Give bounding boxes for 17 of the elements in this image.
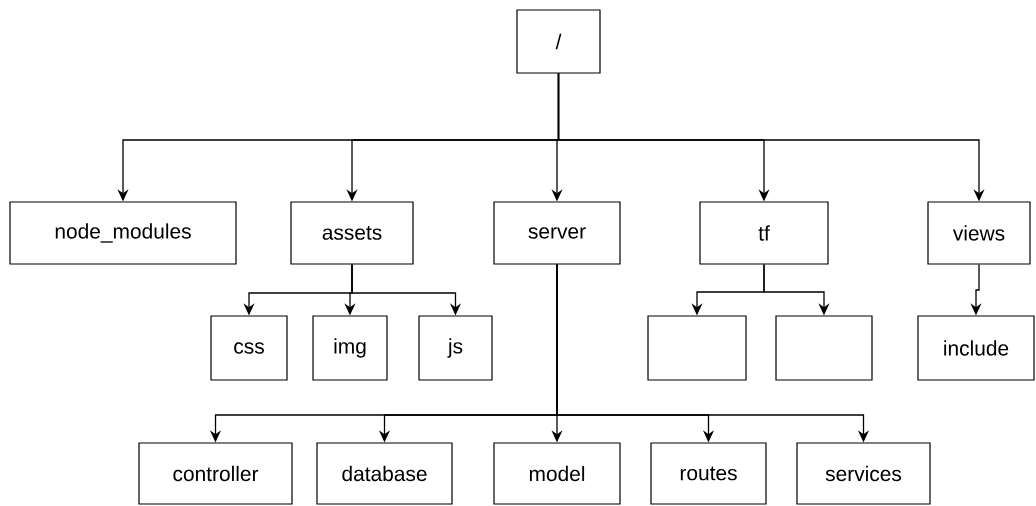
folder-box: routes <box>650 442 767 505</box>
folder-box: js <box>418 315 493 381</box>
folder-box: server <box>493 201 621 265</box>
folder-box: css <box>210 315 288 381</box>
folder-box: services <box>796 442 931 505</box>
folder-box: assets <box>290 201 414 265</box>
folder-box: views <box>927 201 1031 265</box>
empty-box <box>647 315 747 381</box>
folder-box: controller <box>138 442 293 505</box>
folder-box: include <box>917 315 1035 381</box>
empty-box <box>775 315 873 381</box>
folder-box: tf <box>699 201 829 265</box>
folder-box: / <box>516 9 601 74</box>
folder-box: img <box>312 315 388 381</box>
folder-box: model <box>493 442 621 505</box>
folder-box: node_modules <box>9 201 237 265</box>
folder-box: database <box>316 442 453 505</box>
